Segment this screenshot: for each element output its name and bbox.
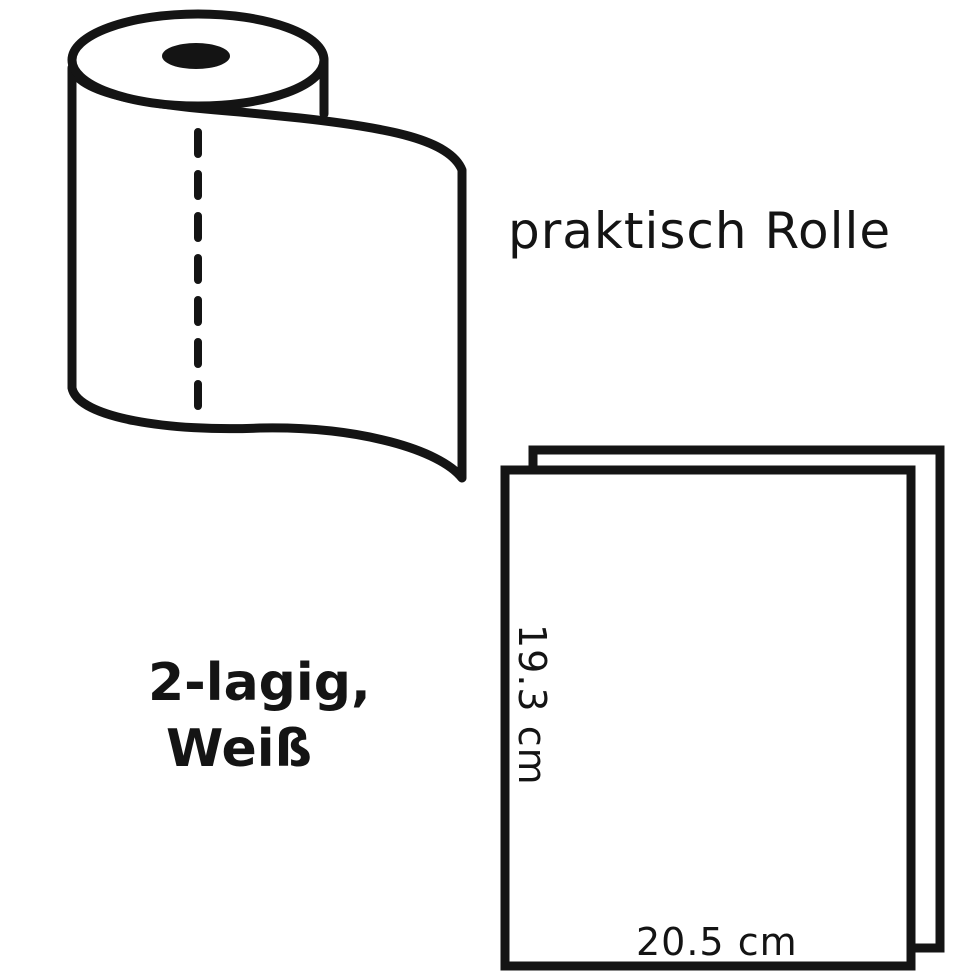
paper-roll-icon [67,9,467,483]
ply-count-text: 2-lagig, [148,653,371,713]
roll-core-hole [162,43,230,69]
stacked-sheets-icon [500,445,945,971]
sheet-height-label: 19.3 cm [510,624,554,786]
sheet-width-label: 20.5 cm [636,920,798,964]
ply-color-label: 2-lagig, Weiß [148,650,371,782]
roll-body [67,63,467,483]
roll-type-label: praktisch Rolle [508,202,892,260]
color-text: Weiß [166,719,312,779]
front-sheet [500,465,916,971]
